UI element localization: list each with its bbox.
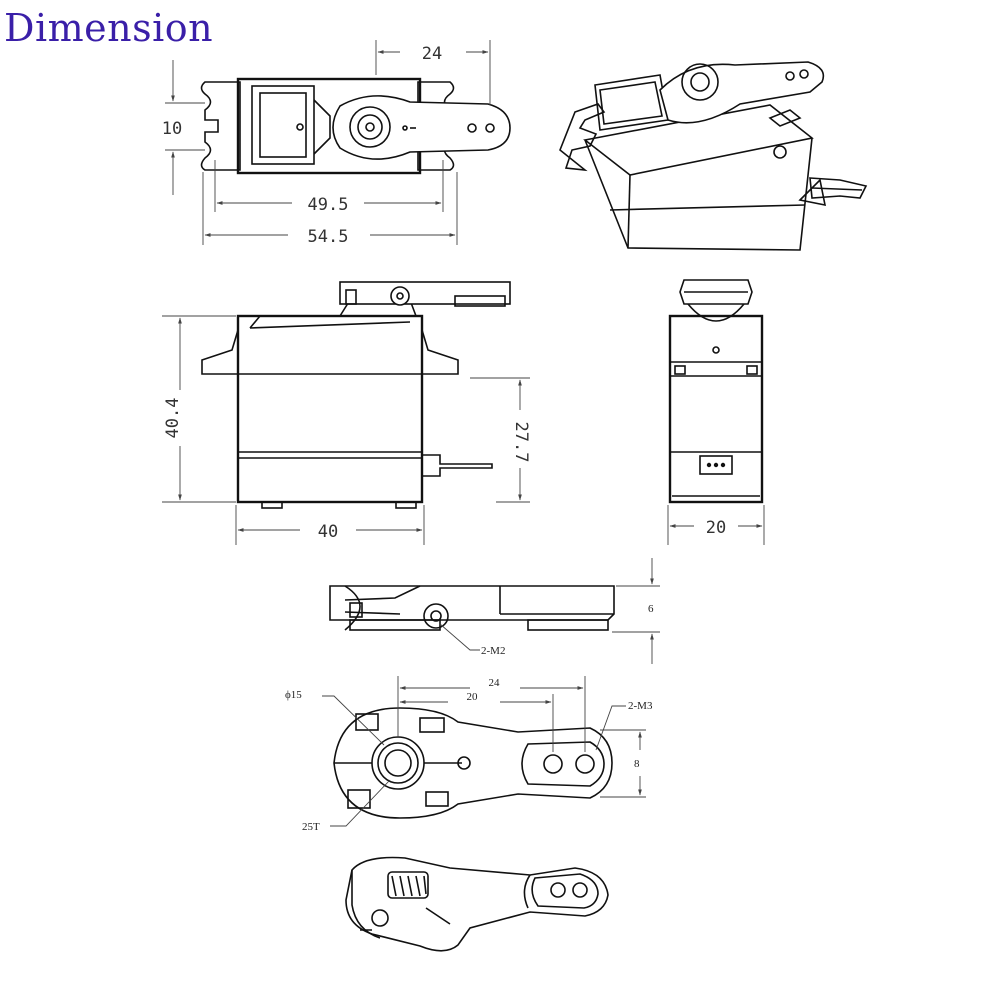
label-horn-diameter: ϕ15: [285, 689, 302, 701]
side-view-dimensions: 20: [667, 505, 765, 545]
dim-body-width: 40: [318, 522, 338, 542]
isometric-view: [559, 61, 868, 251]
label-spline: 25T: [302, 821, 320, 833]
dim-top-horn-width: 24: [422, 44, 442, 64]
horn-isometric-view: [345, 856, 609, 952]
horn-side-view: [329, 585, 615, 631]
horn-top-dimensions: 24 20 ϕ15 2-M3 8 25T: [285, 676, 653, 833]
dim-horn-length-outer: 24: [489, 677, 501, 689]
dim-horn-thickness: 6: [648, 603, 654, 615]
dim-top-height: 10: [162, 119, 182, 139]
top-view-dimensions: 24 10 49.5 54.5: [162, 40, 491, 247]
horn-top-view: [333, 707, 613, 819]
dim-body-height: 40.4: [163, 398, 183, 439]
label-horn-hole-thread: 2-M3: [628, 700, 653, 712]
label-horn-screw: 2-M2: [481, 645, 505, 657]
dim-side-width: 20: [706, 518, 726, 538]
dim-overall-length: 54.5: [308, 227, 349, 247]
dim-mount-hole-span: 49.5: [308, 195, 349, 215]
horn-side-dimensions: 6 2-M2: [439, 558, 660, 664]
top-view: [200, 77, 511, 175]
front-view: [201, 281, 511, 509]
dim-mount-height: 27.7: [511, 422, 531, 463]
front-view-dimensions: 40.4 27.7 40: [162, 315, 531, 545]
page-title: Dimension: [4, 6, 214, 50]
dim-horn-end-height: 8: [634, 758, 640, 770]
dim-horn-length-inner: 20: [467, 691, 479, 703]
side-view: [668, 279, 764, 504]
